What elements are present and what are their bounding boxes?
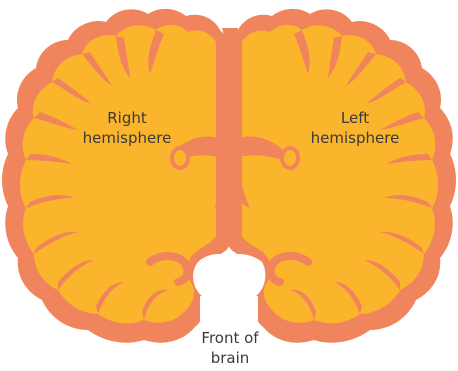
left-hemisphere-label: Left hemisphere xyxy=(290,108,420,148)
left-ventricle-inner xyxy=(284,150,296,166)
left-hemisphere-label-line2: hemisphere xyxy=(290,128,420,148)
left-hemisphere xyxy=(229,9,456,343)
left-hemisphere-label-line1: Left xyxy=(290,108,420,128)
right-hemisphere-label-line1: Right xyxy=(62,108,192,128)
front-of-brain-label: Front of brain xyxy=(180,328,280,368)
right-hemisphere-label-line2: hemisphere xyxy=(62,128,192,148)
front-of-brain-label-line2: brain xyxy=(180,348,280,368)
right-ventricle-inner xyxy=(174,150,186,166)
right-hemisphere xyxy=(2,9,229,343)
front-of-brain-label-line1: Front of xyxy=(180,328,280,348)
right-hemisphere-label: Right hemisphere xyxy=(62,108,192,148)
